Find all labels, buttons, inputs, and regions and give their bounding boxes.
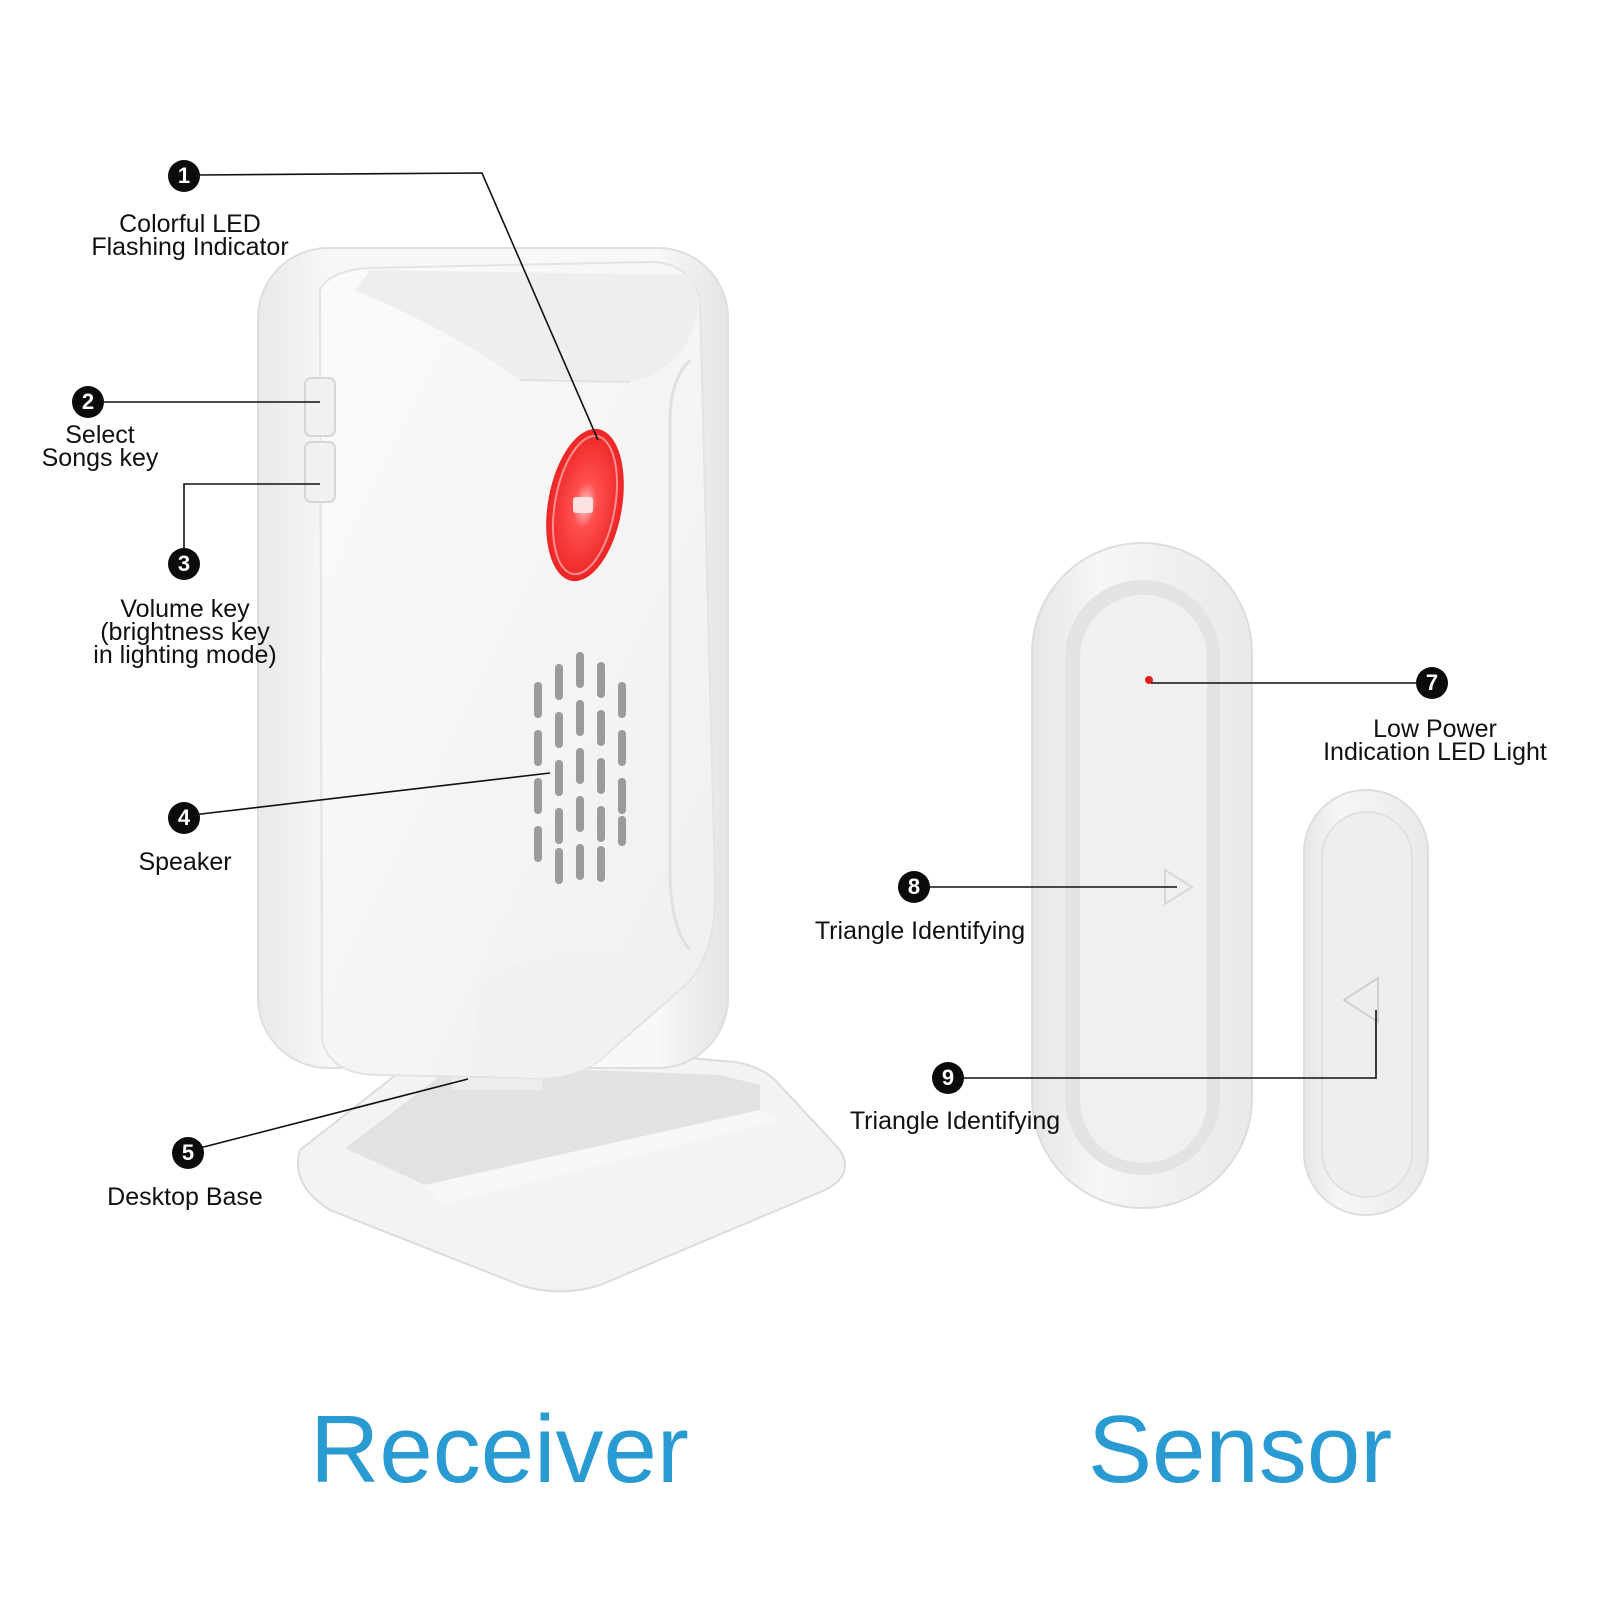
speaker-grille (534, 652, 626, 884)
leader-lines (104, 172, 1416, 1152)
receiver-device (257, 247, 729, 1080)
callout-label-desktop-base: Desktop Base (107, 1183, 263, 1211)
callout-badge-8: 8 (898, 871, 930, 903)
sensor-main-unit (1031, 542, 1253, 1209)
callout-badge-5: 5 (172, 1137, 204, 1169)
callout-badge-1: 1 (168, 160, 200, 192)
callout-badge-4: 4 (168, 802, 200, 834)
callout-badge-7: 7 (1416, 667, 1448, 699)
callout-badge-2: 2 (72, 386, 104, 418)
volume-key (304, 441, 336, 503)
callout-badge-3: 3 (168, 548, 200, 580)
callout-label-speaker: Speaker (138, 848, 232, 876)
triangle-mark-left (1342, 976, 1379, 1024)
receiver-title: Receiver (310, 1396, 689, 1503)
select-songs-key (304, 377, 336, 437)
sensor-magnet-unit (1303, 789, 1429, 1216)
callout-label-triangle-1: Triangle Identifying (814, 917, 1026, 945)
callout-label-triangle-2: Triangle Identifying (849, 1107, 1061, 1135)
callout-badge-9: 9 (932, 1062, 964, 1094)
sensor-title: Sensor (1088, 1396, 1393, 1503)
low-power-led (1145, 676, 1153, 684)
